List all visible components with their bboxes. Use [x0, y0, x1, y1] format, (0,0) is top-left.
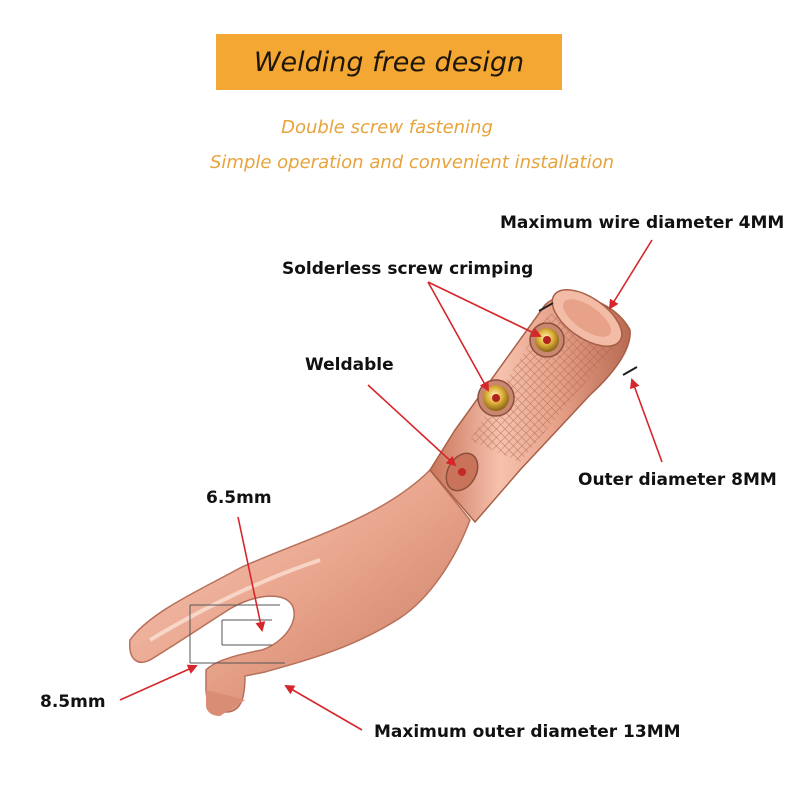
arrow-weldable [367, 384, 457, 467]
label-solderless-crimping: Solderless screw crimping [282, 259, 534, 279]
label-max-outer-diameter: Maximum outer diameter 13MM [374, 722, 681, 742]
label-outer-diameter: Outer diameter 8MM [578, 470, 777, 490]
callout-arrows [119, 239, 663, 731]
label-inner-width: 6.5mm [206, 488, 272, 508]
label-weldable: Weldable [305, 355, 394, 375]
arrow-outer-width [119, 664, 198, 701]
label-max-wire-diameter: Maximum wire diameter 4MM [500, 213, 785, 233]
tagline-screw-fastening: Double screw fastening [281, 117, 493, 138]
arrow-crimp-lower [427, 281, 489, 392]
barrel-body [429, 289, 631, 524]
dimension-lines [189, 604, 285, 664]
arrow-crimp-upper [427, 281, 542, 338]
label-outer-width: 8.5mm [40, 692, 106, 712]
title-banner: Welding free design [216, 34, 562, 90]
arrow-max-outer [284, 684, 363, 731]
screw-upper [529, 322, 565, 358]
tagline-easy-installation: Simple operation and convenient installa… [209, 152, 614, 173]
fork-terminal [129, 468, 471, 716]
arrow-max-wire [608, 239, 653, 310]
arrow-outer-diameter [630, 378, 663, 463]
diameter-ticks [538, 302, 638, 376]
banner-title: Welding free design [253, 46, 525, 78]
arrow-inner-width [237, 516, 266, 632]
screw-lower [477, 379, 515, 417]
